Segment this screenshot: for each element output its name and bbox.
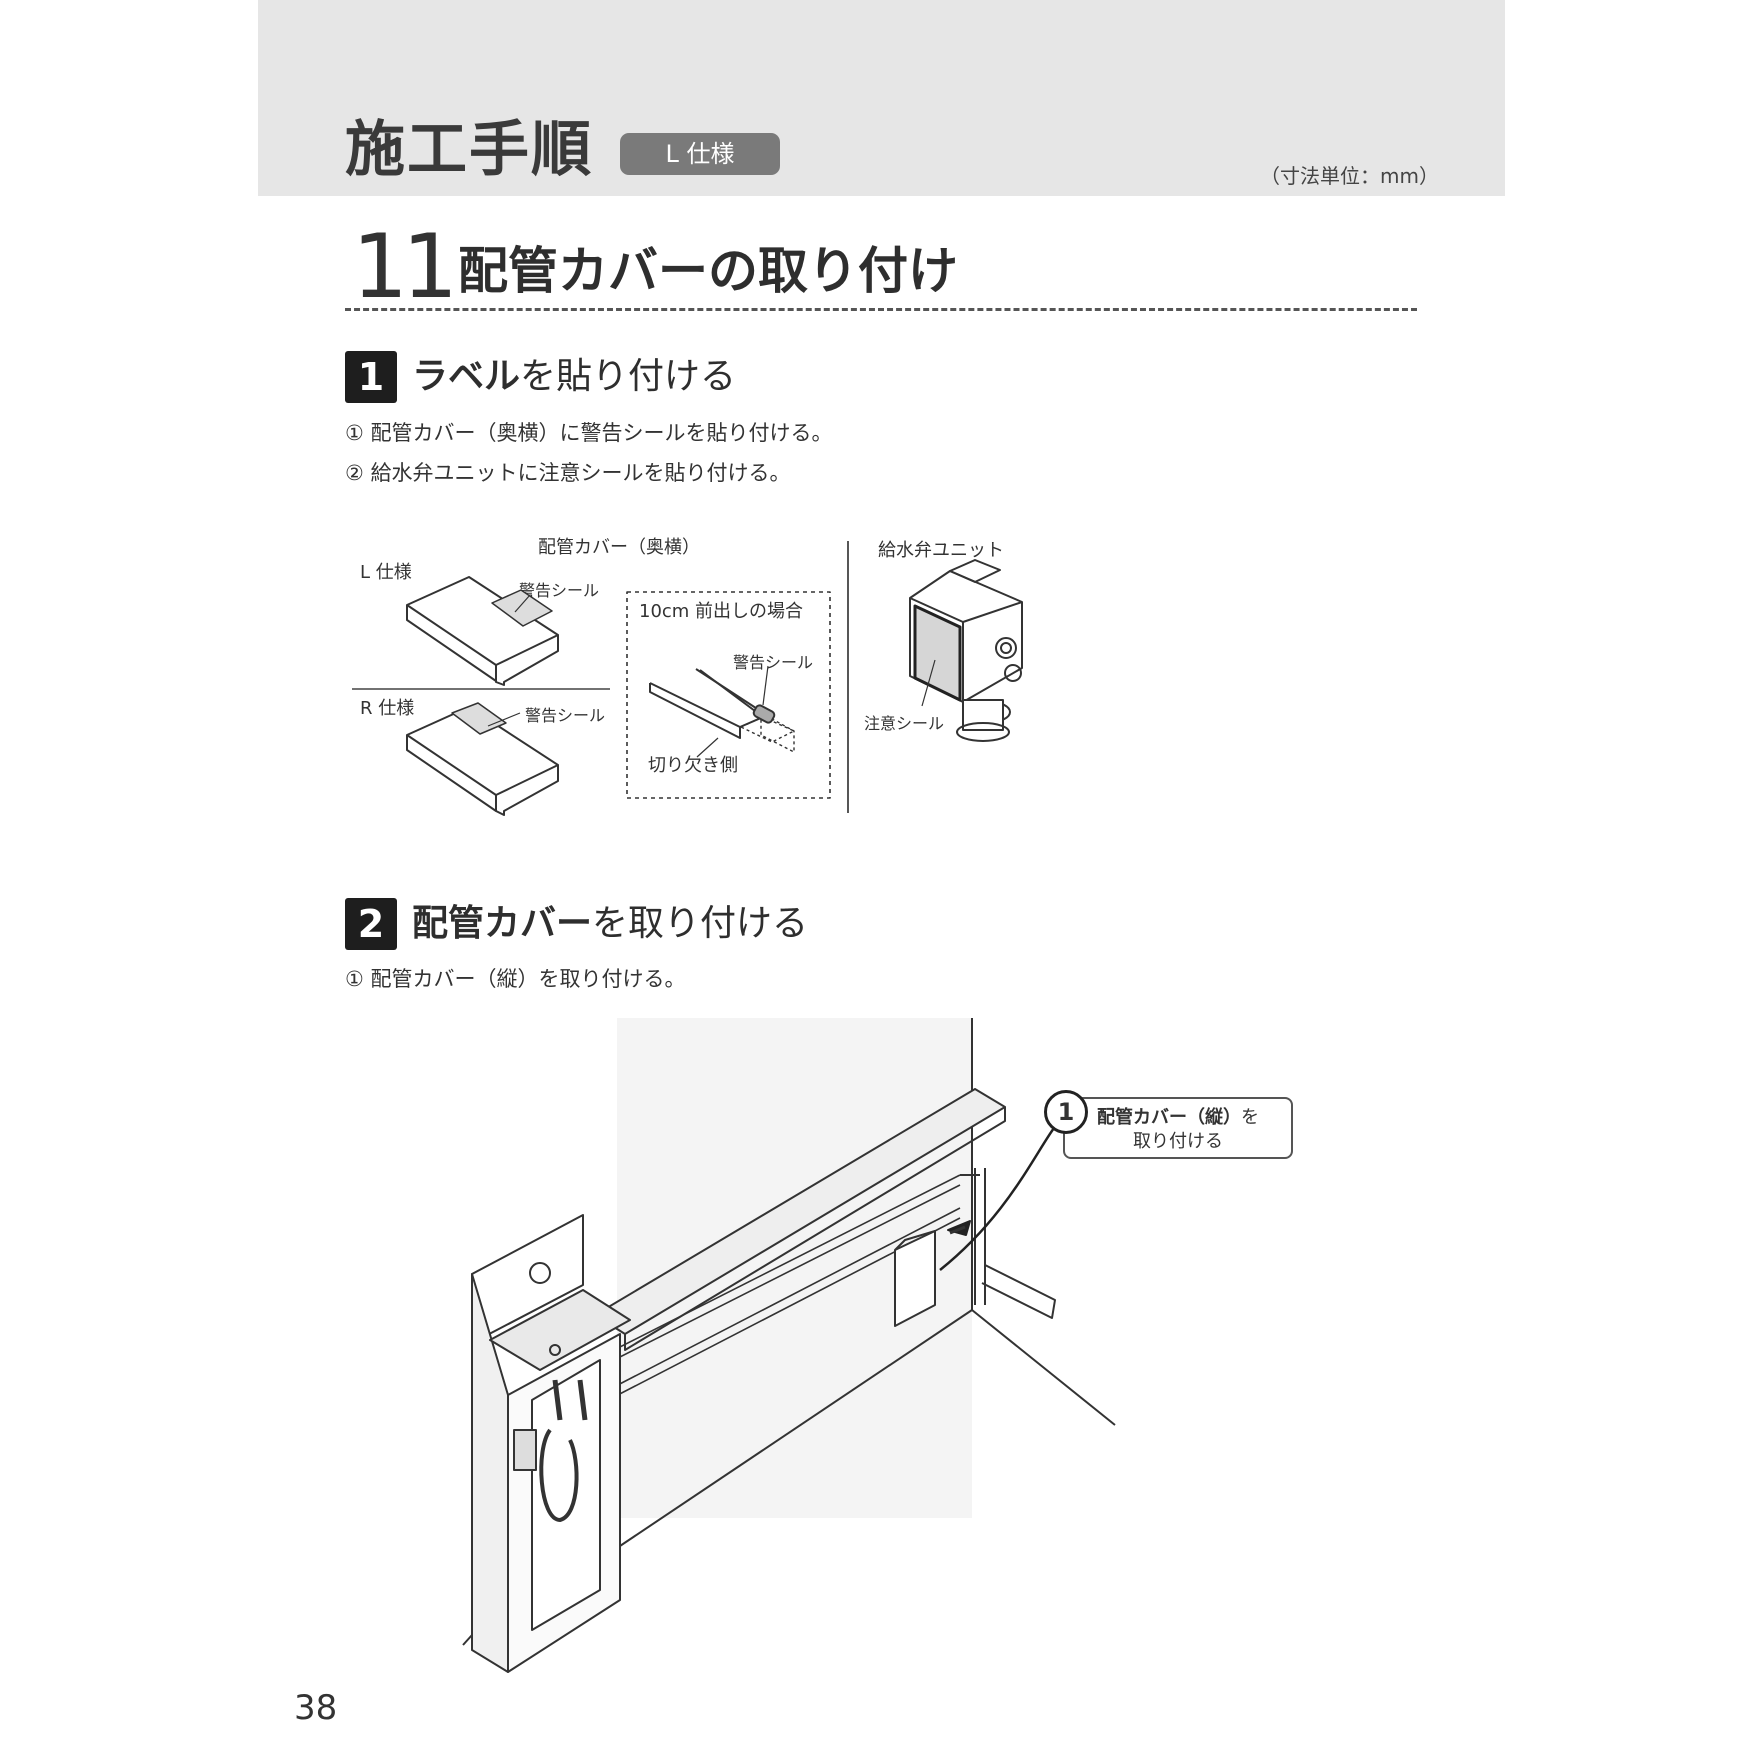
step1-instruction-1: ① 配管カバー（奥横）に警告シールを貼り付ける。 [345,421,833,445]
unit-note: （寸法単位：mm） [1260,164,1439,188]
installation-scene-drawing [462,1018,1116,1673]
step2-number: 2 [345,898,397,950]
step1-title-bold: ラベル [412,356,521,397]
section-title: 配管カバーの取り付け [458,242,958,300]
step1-title-rest: を貼り付ける [520,356,737,397]
l-spec-label: L 仕様 [360,562,412,583]
callout-line2: 取り付ける [1133,1131,1223,1152]
extension-box [626,591,831,799]
section-divider [345,308,1417,311]
step1-title: ラベルを貼り付ける [412,351,736,403]
step2-instruction-1: ① 配管カバー（縦）を取り付ける。 [345,967,686,991]
warning-seal-label-ext: 警告シール [733,653,814,672]
valve-unit-heading: 給水弁ユニット [878,540,1004,561]
warning-seal-label-r: 警告シール [525,706,606,725]
spec-badge: L 仕様 [620,133,780,175]
page-number: 38 [294,1688,338,1728]
step1-instruction-2: ② 給水弁ユニットに注意シールを貼り付ける。 [345,461,791,485]
r-spec-label: R 仕様 [360,698,415,719]
l-spec-cover-drawing [406,576,559,686]
callout-line1-rest: を [1241,1107,1259,1128]
valve-unit-drawing [909,559,1023,742]
extension-box-heading: 10cm 前出しの場合 [639,601,804,622]
step2-title: 配管カバーを取り付ける [412,898,808,950]
extension-cover-drawing [649,665,795,758]
callout-box: 配管カバー（縦）を 取り付ける [1063,1097,1293,1159]
warning-seal-label-l: 警告シール [519,581,600,600]
r-spec-cover-drawing [406,702,559,816]
header-band [258,0,1505,196]
step2-title-rest: を取り付ける [592,903,809,944]
callout-line1: 配管カバー（縦）を [1065,1106,1291,1130]
caution-seal-label: 注意シール [864,714,945,733]
section-number: 11 [352,215,458,318]
step1-number: 1 [345,351,397,403]
notch-side-label: 切り欠き側 [648,755,738,776]
cover-heading: 配管カバー（奥横） [538,537,700,558]
step2-title-bold: 配管カバー [412,903,593,944]
page-title: 施工手順 [345,115,593,185]
callout-line1-bold: 配管カバー（縦） [1097,1107,1241,1128]
callout-number: 1 [1044,1090,1088,1134]
